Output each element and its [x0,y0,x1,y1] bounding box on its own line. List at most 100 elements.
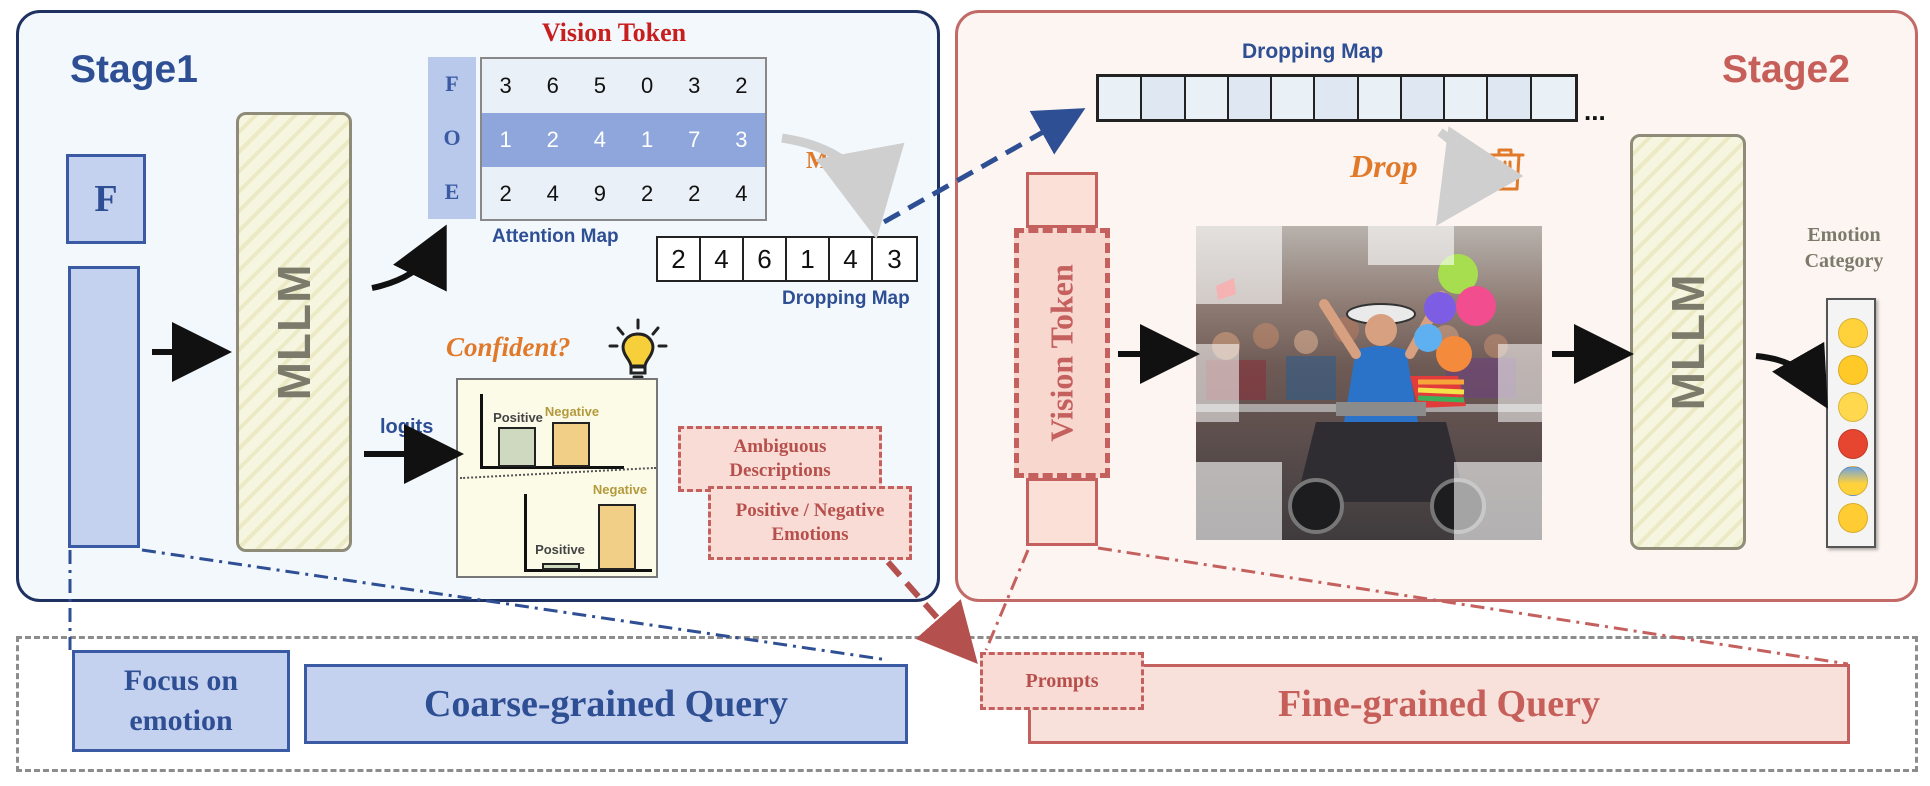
angry-face-icon [1838,429,1868,459]
stage2-vision-token-box: Vision Token [1014,228,1110,478]
positive-negative-emotions-box: Positive / Negative Emotions [708,486,912,560]
logits-label: logits [380,416,434,438]
mean-label: Mean [806,148,865,174]
stage2-dropping-map [1096,74,1578,122]
attention-cell: 0 [640,73,654,98]
stage2-dropping-map-cell [1272,77,1316,119]
stage1-mllm-label: MLLM [268,263,320,401]
prompts-box: Prompts [980,652,1144,710]
stage1-title: Stage1 [70,48,198,91]
stage2-token-top [1026,172,1098,228]
top-chart-negative-label: Negative [544,404,600,419]
stage2-dropping-map-cell [1228,77,1273,119]
emotion-category-label: Emotion Category [1804,224,1884,272]
stage2-mllm-label: MLLM [1662,273,1714,411]
attention-cell: 1 [499,127,512,152]
attention-cell: 1 [640,127,654,152]
top-chart-negative-bar [552,422,590,467]
prompts-label: Prompts [1025,670,1099,692]
stage2-ellipsis: ... [1584,96,1606,126]
f-token-label: F [94,178,118,220]
stage1-mllm-block: MLLM [236,112,352,552]
bottom-chart-positive-label: Positive [535,542,585,557]
attention-cell: 7 [688,127,701,152]
smiling-face-icon [1838,392,1868,422]
fine-query-box: Fine-grained Query [1028,664,1850,744]
stage2-dropping-map-cell [1401,77,1446,119]
confident-label: Confident? [446,332,571,362]
crying-face-icon [1838,503,1868,533]
attention-cell: 9 [593,181,607,206]
stage2-dropping-map-cell [1445,77,1489,119]
attention-map-label: Attention Map [492,226,619,247]
attention-cell: 3 [688,73,701,98]
top-chart-positive-bar [498,427,536,467]
attention-cell: 2 [640,181,654,206]
attention-cell: 2 [735,73,748,98]
positive-negative-emotions-label: Positive / Negative Emotions [735,500,885,545]
attention-cell: 2 [546,127,559,152]
top-chart-y-axis [480,394,483,466]
stage2-dropping-map-label: Dropping Map [1242,40,1384,63]
stage2-mllm-block: MLLM [1630,134,1746,550]
attention-cell: 3 [735,127,748,152]
attention-cell: 5 [593,73,607,98]
top-chart-positive-label: Positive [493,410,543,425]
coarse-query-label: Coarse-grained Query [423,683,789,725]
top-chart-x-axis [480,466,624,469]
dropping-map-cell: 2 [658,238,701,280]
focus-on-emotion-box: Focus on emotion [72,650,290,752]
confidence-chart-panel: Positive Negative Positive Negative [456,378,658,578]
dropped-patch-overlay [1196,226,1542,540]
stage2-dropping-map-cell [1488,77,1532,119]
dropping-map-cell: 6 [744,238,787,280]
stage2-dropping-map-cell [1531,77,1575,119]
dropping-map-cell: 3 [873,238,916,280]
fine-query-label: Fine-grained Query [1278,683,1600,725]
attention-cell: 2 [499,181,512,206]
bottom-chart-positive-bar [542,563,580,570]
row-letter-column: F O E [428,57,476,219]
bottom-chart-negative-label: Negative [592,482,648,497]
trash-icon [1485,148,1525,191]
bottom-chart-y-axis [524,494,527,570]
attention-cell: 2 [688,181,701,206]
attention-cell: 6 [546,73,559,98]
stage2-vision-token-label: Vision Token [1043,264,1080,442]
drop-label: Drop [1350,148,1418,184]
stage2-dropping-map-cell [1185,77,1229,119]
stage2-token-bottom [1026,478,1098,546]
stage2-dropping-map-cell [1315,77,1359,119]
row-letter-o: O [443,125,461,150]
attention-cell: 4 [593,127,607,152]
row-letter-f: F [445,71,459,96]
dropping-map-cell: 4 [701,238,744,280]
attention-grid: 3 6 5 0 3 2 1 2 4 1 7 3 2 4 9 2 2 4 [480,57,767,221]
stage2-dropping-map-cell [1099,77,1143,119]
ambiguous-descriptions-box: Ambiguous Descriptions [678,426,882,492]
grinning-face-icon [1838,318,1868,348]
attention-grid-highlight-row [482,113,765,167]
attention-cell: 3 [499,73,512,98]
stage2-title: Stage2 [1722,48,1850,91]
bottom-chart-negative-bar [598,503,636,570]
attention-cell: 4 [546,181,559,206]
stage2-dropping-map-cell [1358,77,1402,119]
fearful-face-icon [1838,466,1868,496]
star-struck-face-icon [1838,355,1868,385]
stage1-dropping-map-label: Dropping Map [782,288,910,309]
attention-cell: 4 [735,181,748,206]
image-feature-column [68,266,140,548]
f-token-box: F [66,154,146,244]
dropping-map-cell: 4 [830,238,873,280]
stage2-dropping-map-cell [1142,77,1186,119]
vision-token-title: Vision Token [541,18,687,47]
ambiguous-descriptions-label: Ambiguous Descriptions [729,436,831,481]
emotion-category-list [1826,298,1876,548]
lightbulb-icon [608,318,668,379]
coarse-query-box: Coarse-grained Query [304,664,908,744]
focus-on-emotion-label: Focus on emotion [123,664,239,737]
dropping-map-cell: 1 [787,238,830,280]
row-letter-e: E [444,179,460,204]
